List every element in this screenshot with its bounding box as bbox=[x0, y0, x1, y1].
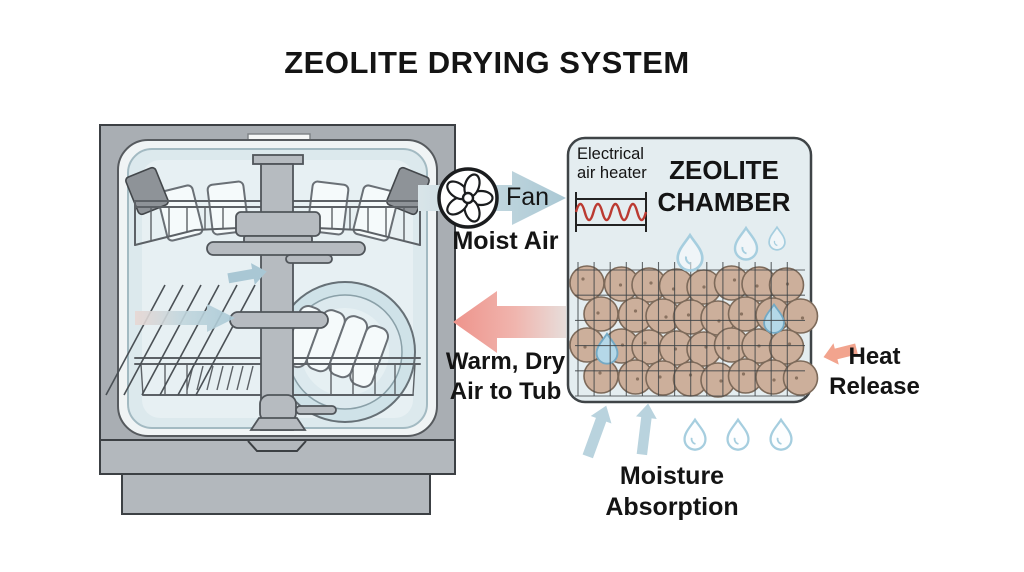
heat-release-arrow bbox=[823, 343, 858, 365]
heater-icon bbox=[574, 192, 648, 232]
moisture-arrow-2 bbox=[636, 403, 657, 456]
vapor-droplet-1 bbox=[676, 233, 704, 272]
heat-release-label: Heat Release bbox=[829, 343, 920, 400]
moisture-droplet-1 bbox=[683, 418, 707, 451]
dishwasher-base bbox=[99, 439, 456, 475]
bottom-hub-base bbox=[249, 417, 307, 431]
chamber-title: ZEOLITE CHAMBER bbox=[657, 155, 791, 218]
leaning-plates bbox=[105, 284, 256, 396]
absorbed-droplet-2 bbox=[763, 302, 785, 334]
circulation-arrow-large bbox=[135, 304, 235, 332]
warm-dry-air-label: Warm, Dry Air to Tub bbox=[445, 348, 566, 405]
page-title: ZEOLITE DRYING SYSTEM bbox=[284, 45, 690, 80]
mid-spray-arm-hub bbox=[285, 254, 333, 264]
moisture-droplet-2 bbox=[726, 418, 750, 451]
fan-label: Fan bbox=[506, 183, 550, 211]
circulation-arrow-small bbox=[227, 263, 267, 285]
mid-spray-arm bbox=[206, 241, 366, 256]
vapor-droplet-2 bbox=[733, 226, 759, 261]
dishwasher-base-notch bbox=[247, 440, 307, 452]
spray-column bbox=[260, 163, 294, 431]
warm-dry-air-arrow bbox=[453, 291, 566, 353]
vapor-droplet-3 bbox=[768, 226, 786, 251]
dishwasher-pedestal bbox=[121, 473, 431, 515]
moisture-absorption-label: Moisture Absorption bbox=[605, 462, 739, 521]
mesh-grid bbox=[575, 262, 805, 397]
fan-icon bbox=[437, 167, 499, 229]
moisture-arrow-1 bbox=[582, 405, 612, 459]
heater-label: Electrical air heater bbox=[577, 145, 647, 183]
moisture-droplet-3 bbox=[769, 418, 793, 451]
moist-air-label: Moist Air bbox=[452, 227, 559, 255]
bottom-hub-arm bbox=[295, 405, 337, 415]
top-rack-dark-cup-left bbox=[125, 166, 169, 216]
dishwasher-illustration bbox=[99, 124, 456, 515]
